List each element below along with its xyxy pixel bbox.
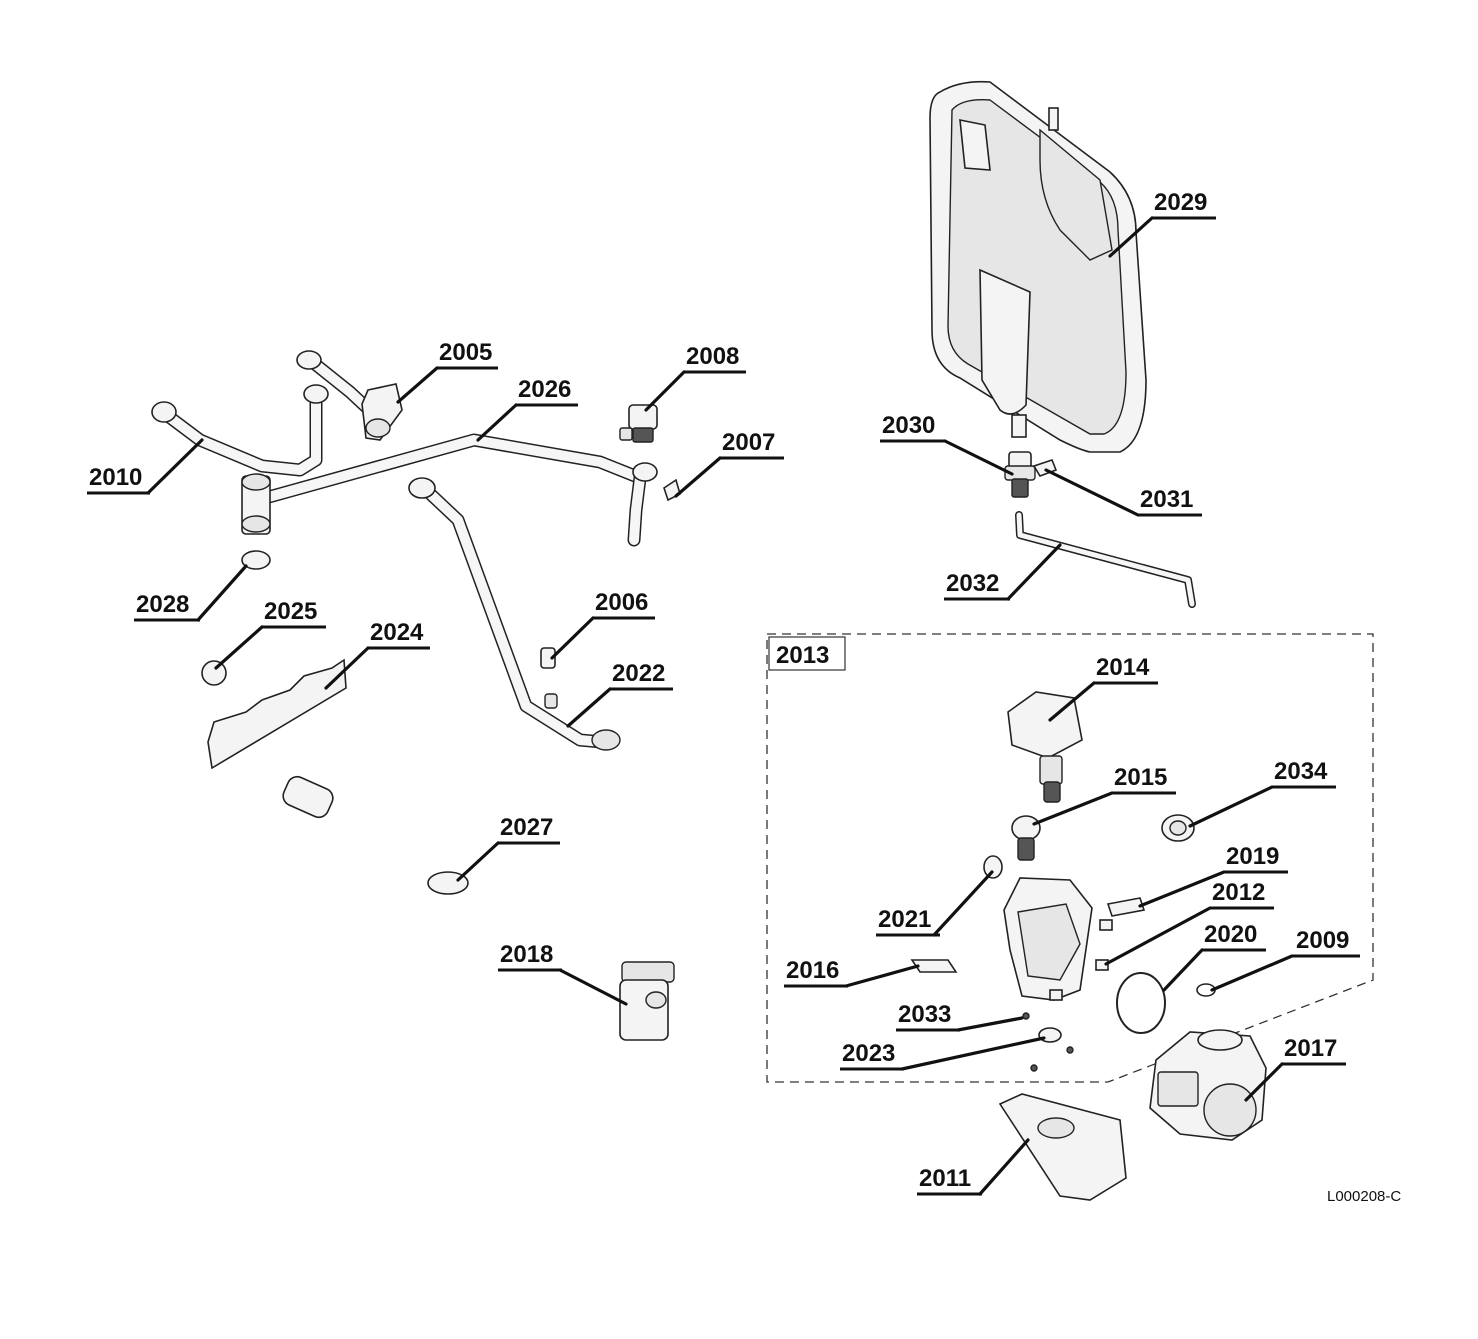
cartridge-2015-drawing bbox=[1011, 815, 1041, 861]
callout-2007: 2007 bbox=[720, 429, 784, 460]
screw-drawing-1 bbox=[1066, 1046, 1074, 1054]
callout-2027: 2027 bbox=[498, 814, 560, 845]
expansion-vessel-drawing bbox=[929, 80, 1147, 453]
svg-text:2008: 2008 bbox=[686, 343, 739, 370]
svg-text:2030: 2030 bbox=[882, 412, 935, 439]
callout-2014: 2014 bbox=[1094, 654, 1158, 685]
actuator-2014-drawing bbox=[1007, 691, 1083, 803]
svg-text:2016: 2016 bbox=[786, 957, 839, 984]
callout-2005: 2005 bbox=[437, 339, 498, 370]
callout-2022: 2022 bbox=[610, 660, 673, 691]
callout-2031: 2031 bbox=[1138, 486, 1202, 517]
callout-2008: 2008 bbox=[684, 343, 746, 374]
svg-text:2014: 2014 bbox=[1096, 654, 1150, 681]
clip-2007-drawing bbox=[663, 478, 681, 502]
callout-2020: 2020 bbox=[1202, 921, 1266, 952]
plug-2034-drawing bbox=[1161, 814, 1195, 842]
callout-2012: 2012 bbox=[1210, 879, 1274, 910]
callout-2029: 2029 bbox=[1152, 189, 1216, 220]
pipe-2026-drawing bbox=[241, 433, 658, 547]
valve-2005-drawing bbox=[296, 350, 403, 441]
callout-2016: 2016 bbox=[784, 957, 848, 988]
group-2013-label: 2013 bbox=[776, 642, 829, 669]
svg-text:2017: 2017 bbox=[1284, 1035, 1337, 1062]
clip-2019-drawing bbox=[1106, 897, 1146, 917]
svg-text:2005: 2005 bbox=[439, 339, 492, 366]
callout-2033: 2033 bbox=[896, 1001, 960, 1032]
svg-text:2007: 2007 bbox=[722, 429, 775, 456]
svg-text:2022: 2022 bbox=[612, 660, 665, 687]
callout-2015: 2015 bbox=[1112, 764, 1176, 795]
callout-2026: 2026 bbox=[516, 376, 578, 407]
screw-drawing-2 bbox=[1030, 1064, 1038, 1072]
group-2013-boundary bbox=[766, 633, 1374, 1083]
svg-text:2020: 2020 bbox=[1204, 921, 1257, 948]
callout-2009: 2009 bbox=[1292, 927, 1360, 958]
svg-text:2015: 2015 bbox=[1114, 764, 1167, 791]
valve-2018-drawing bbox=[619, 961, 675, 1041]
callout-2032: 2032 bbox=[944, 570, 1010, 601]
callout-2018: 2018 bbox=[498, 941, 562, 972]
pump-2017-drawing bbox=[1149, 1029, 1267, 1141]
reference-code: L000208-C bbox=[1327, 1188, 1401, 1205]
svg-text:2024: 2024 bbox=[370, 619, 424, 646]
callout-labels: 2005 2006 2007 2008 2009 2010 2011 2012 … bbox=[87, 189, 1360, 1196]
svg-text:2027: 2027 bbox=[500, 814, 553, 841]
callout-2011: 2011 bbox=[917, 1165, 982, 1196]
svg-text:2023: 2023 bbox=[842, 1040, 895, 1067]
clip-2016-drawing bbox=[910, 959, 958, 973]
svg-text:2028: 2028 bbox=[136, 591, 189, 618]
oring-2020-drawing bbox=[1116, 972, 1166, 1034]
washer-2028-drawing bbox=[241, 550, 271, 570]
pipe-2022-drawing bbox=[408, 477, 621, 751]
washer-2027-drawing bbox=[427, 871, 469, 895]
svg-text:2010: 2010 bbox=[89, 464, 142, 491]
oring-2021-drawing bbox=[983, 855, 1003, 879]
svg-text:2029: 2029 bbox=[1154, 189, 1207, 216]
svg-text:2031: 2031 bbox=[1140, 486, 1193, 513]
callout-2019: 2019 bbox=[1224, 843, 1288, 874]
callout-2021: 2021 bbox=[876, 906, 940, 937]
callout-2034: 2034 bbox=[1272, 758, 1336, 789]
svg-text:2021: 2021 bbox=[878, 906, 931, 933]
callout-2023: 2023 bbox=[840, 1040, 904, 1071]
callout-2030: 2030 bbox=[880, 412, 946, 443]
sleeve-drawing bbox=[282, 775, 334, 819]
svg-text:2034: 2034 bbox=[1274, 758, 1328, 785]
svg-text:2033: 2033 bbox=[898, 1001, 951, 1028]
callout-2024: 2024 bbox=[368, 619, 430, 650]
svg-text:2018: 2018 bbox=[500, 941, 553, 968]
group-2013-label-box bbox=[768, 636, 846, 671]
svg-text:2009: 2009 bbox=[1296, 927, 1349, 954]
hydraulic-block-drawing bbox=[1003, 877, 1113, 1001]
screw-2033-drawing bbox=[1022, 1012, 1030, 1020]
pipe-2010-drawing bbox=[151, 384, 329, 477]
svg-text:2032: 2032 bbox=[946, 570, 999, 597]
callout-2006: 2006 bbox=[593, 589, 655, 620]
svg-text:2025: 2025 bbox=[264, 598, 317, 625]
svg-text:2012: 2012 bbox=[1212, 879, 1265, 906]
callout-2025: 2025 bbox=[262, 598, 326, 629]
nipple-2006-drawing bbox=[540, 647, 558, 709]
callout-2010: 2010 bbox=[87, 464, 150, 495]
svg-text:2026: 2026 bbox=[518, 376, 571, 403]
bracket-2024-drawing bbox=[207, 658, 347, 770]
callout-2017: 2017 bbox=[1282, 1035, 1346, 1066]
svg-text:2006: 2006 bbox=[595, 589, 648, 616]
cap-2025-drawing bbox=[201, 660, 227, 686]
sensor-2008-drawing bbox=[619, 404, 658, 443]
svg-text:2011: 2011 bbox=[919, 1165, 971, 1192]
callout-2028: 2028 bbox=[134, 591, 200, 622]
svg-text:2019: 2019 bbox=[1226, 843, 1279, 870]
leader-lines bbox=[146, 216, 1294, 1196]
plate-2011-drawing bbox=[998, 1093, 1127, 1201]
vessel-pipe-drawing bbox=[1015, 511, 1196, 608]
